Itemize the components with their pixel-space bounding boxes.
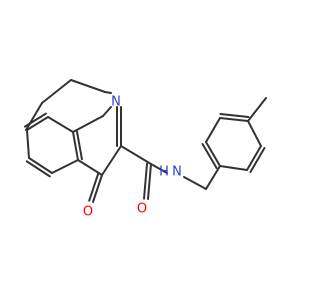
amide-nitrogen-label: N (172, 165, 182, 180)
upper-ring-bond (104, 91, 112, 94)
ketone-bond-second-line (88, 172, 100, 202)
upper-ring-bond (41, 79, 72, 104)
amide-bond (147, 163, 152, 200)
benzo-ring-bond (47, 116, 74, 133)
benzo-ring-bond (51, 159, 79, 174)
fused-ring-bond (72, 115, 104, 133)
benzo-ring-bond-second-line (25, 160, 51, 178)
benzo-ring-bond-second-line (23, 112, 47, 128)
methyl-bond (247, 97, 267, 122)
amide-bond (120, 145, 152, 165)
ring-nitrogen-label: N (111, 95, 121, 110)
benzyl-bond (183, 176, 207, 190)
upper-ring-bond (25, 102, 43, 131)
p-tolyl-ring-bond (219, 117, 249, 122)
molecule-structure: N N H O O (23, 79, 267, 220)
amide-bond-second-line (143, 162, 149, 200)
benzo-ring-bond (72, 131, 79, 161)
upper-ring-bond (70, 79, 106, 93)
ketone-oxygen-label: O (83, 205, 93, 220)
amide-oxygen-label: O (137, 202, 147, 217)
benzo-ring-bond (26, 116, 49, 131)
benzo-ring-bond-second-line (75, 130, 83, 161)
fused-ring-bond (77, 159, 103, 176)
amide-hydrogen-label: H (159, 165, 169, 180)
p-tolyl-ring-bond-second-line (201, 143, 218, 170)
p-tolyl-ring-bond (246, 145, 262, 171)
fused-ring-bond (101, 145, 122, 176)
p-tolyl-ring-bond-second-line (219, 113, 250, 119)
ketone-bond (92, 174, 103, 203)
amide-bond (150, 163, 168, 174)
bond-layer (23, 79, 267, 203)
fused-ring-bond (102, 106, 112, 117)
benzyl-bond (205, 165, 221, 190)
p-tolyl-ring-bond (205, 141, 221, 167)
p-tolyl-ring-bond (205, 117, 221, 143)
p-tolyl-ring-bond-second-line (249, 147, 266, 174)
benzo-ring-bond (26, 129, 30, 159)
benzo-ring-bond (28, 157, 53, 174)
p-tolyl-ring-bond (247, 120, 262, 147)
label-layer: N N H O O (83, 95, 182, 220)
p-tolyl-ring-bond (219, 165, 248, 171)
molecule-canvas: N N H O O (23, 79, 267, 220)
